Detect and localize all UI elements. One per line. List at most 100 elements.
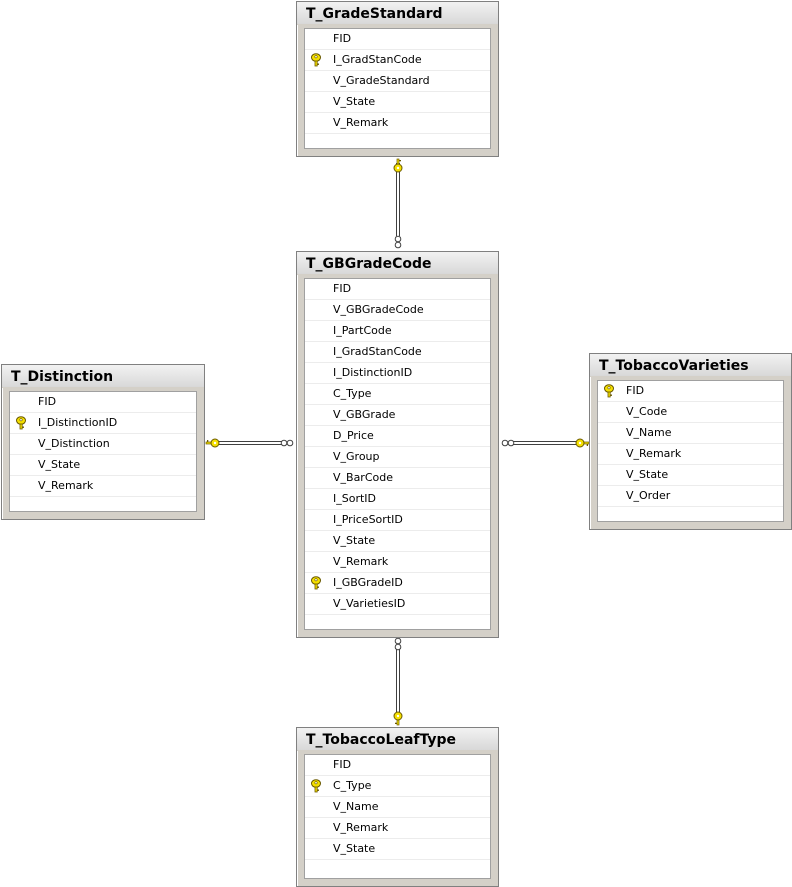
column-row[interactable]: V_Remark (305, 113, 490, 134)
column-row[interactable]: I_GradStanCode (305, 342, 490, 363)
many-end-icon (507, 439, 515, 447)
column-row[interactable]: I_DistinctionID (10, 413, 196, 434)
row-selector[interactable] (305, 50, 327, 70)
column-row[interactable]: V_State (598, 465, 783, 486)
row-selector[interactable] (10, 392, 32, 412)
column-name: V_Name (626, 426, 672, 439)
table-title[interactable]: T_GradeStandard (297, 2, 498, 25)
column-row[interactable]: V_Group (305, 447, 490, 468)
column-row[interactable]: V_Name (305, 797, 490, 818)
table-title[interactable]: T_TobaccoVarieties (590, 354, 791, 377)
row-selector[interactable] (305, 839, 327, 859)
column-row[interactable]: V_Remark (10, 476, 196, 497)
row-selector[interactable] (305, 489, 327, 509)
table-title[interactable]: T_TobaccoLeafType (297, 728, 498, 751)
row-selector[interactable] (598, 402, 620, 422)
row-selector[interactable] (598, 486, 620, 506)
row-selector[interactable] (305, 510, 327, 530)
row-selector[interactable] (305, 363, 327, 383)
column-name: V_Remark (333, 555, 389, 568)
row-selector[interactable] (305, 552, 327, 572)
row-selector[interactable] (305, 92, 327, 112)
table-title[interactable]: T_GBGradeCode (297, 252, 498, 275)
table-title[interactable]: T_Distinction (2, 365, 204, 388)
column-row[interactable]: C_Type (305, 776, 490, 797)
column-name: I_GBGradeID (333, 576, 403, 589)
column-row[interactable]: FID (305, 29, 490, 50)
row-selector[interactable] (305, 279, 327, 299)
column-row[interactable]: FID (598, 381, 783, 402)
column-row[interactable]: FID (305, 279, 490, 300)
row-selector[interactable] (305, 71, 327, 91)
column-name: V_State (333, 534, 376, 547)
column-name: V_State (333, 842, 376, 855)
row-selector[interactable] (10, 476, 32, 496)
column-row[interactable]: V_Name (598, 423, 783, 444)
many-end-icon (394, 637, 402, 645)
column-row[interactable]: V_GBGrade (305, 405, 490, 426)
column-row[interactable]: V_State (305, 839, 490, 860)
column-row[interactable]: V_Remark (305, 552, 490, 573)
row-selector[interactable] (598, 444, 620, 464)
column-row[interactable]: V_VarietiesID (305, 594, 490, 615)
row-selector[interactable] (305, 321, 327, 341)
column-row[interactable]: D_Price (305, 426, 490, 447)
row-selector[interactable] (305, 797, 327, 817)
row-selector[interactable] (305, 818, 327, 838)
column-row[interactable]: V_State (305, 92, 490, 113)
column-row[interactable]: V_GBGradeCode (305, 300, 490, 321)
row-selector[interactable] (305, 755, 327, 775)
column-row[interactable]: I_PartCode (305, 321, 490, 342)
column-row[interactable]: FID (10, 392, 196, 413)
column-row[interactable]: V_State (305, 531, 490, 552)
column-row[interactable]: V_Order (598, 486, 783, 507)
column-row[interactable]: I_PriceSortID (305, 510, 490, 531)
row-selector[interactable] (305, 384, 327, 404)
row-selector[interactable] (10, 413, 32, 433)
column-row[interactable]: V_Remark (305, 818, 490, 839)
row-selector[interactable] (305, 300, 327, 320)
column-name: V_Code (626, 405, 668, 418)
column-row[interactable]: V_Distinction (10, 434, 196, 455)
column-row[interactable]: V_BarCode (305, 468, 490, 489)
column-row[interactable]: V_State (10, 455, 196, 476)
many-end-icon (394, 241, 402, 249)
column-row[interactable]: C_Type (305, 384, 490, 405)
row-selector[interactable] (598, 465, 620, 485)
row-selector[interactable] (305, 113, 327, 133)
column-row[interactable]: I_DistinctionID (305, 363, 490, 384)
column-name: V_Remark (626, 447, 682, 460)
row-selector[interactable] (305, 447, 327, 467)
row-selector[interactable] (305, 342, 327, 362)
column-name: V_Remark (333, 821, 389, 834)
column-row[interactable]: FID (305, 755, 490, 776)
row-selector[interactable] (305, 776, 327, 796)
row-selector[interactable] (598, 423, 620, 443)
row-selector[interactable] (305, 531, 327, 551)
row-selector[interactable] (305, 573, 327, 593)
column-row[interactable]: V_Remark (598, 444, 783, 465)
row-selector[interactable] (305, 29, 327, 49)
row-selector[interactable] (305, 426, 327, 446)
row-selector[interactable] (598, 381, 620, 401)
row-selector[interactable] (10, 455, 32, 475)
column-row[interactable]: V_GradeStandard (305, 71, 490, 92)
primary-key-icon (311, 576, 321, 590)
row-selector[interactable] (10, 434, 32, 454)
row-selector[interactable] (305, 405, 327, 425)
many-end-icon (286, 439, 294, 447)
column-row[interactable]: I_GBGradeID (305, 573, 490, 594)
row-selector[interactable] (305, 468, 327, 488)
column-row[interactable]: I_GradStanCode (305, 50, 490, 71)
column-row[interactable]: V_Code (598, 402, 783, 423)
column-row[interactable]: I_SortID (305, 489, 490, 510)
column-name: V_BarCode (333, 471, 393, 484)
row-selector[interactable] (305, 594, 327, 614)
